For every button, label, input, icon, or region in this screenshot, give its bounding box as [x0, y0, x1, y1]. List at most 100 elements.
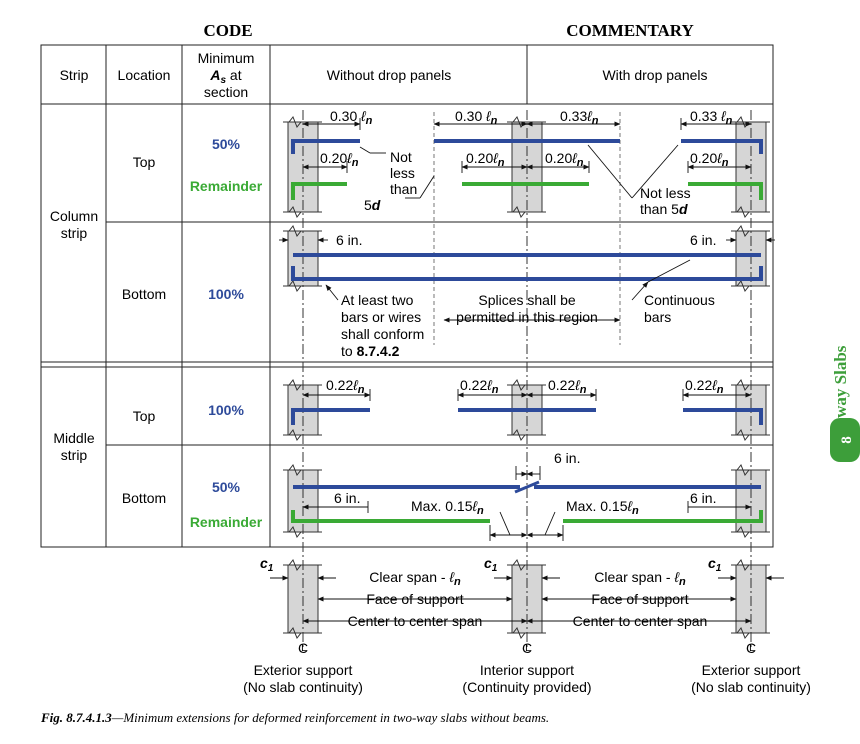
- cs-top-dimensions: [302, 118, 752, 199]
- side-tab-number: 8: [839, 436, 855, 444]
- face-support-left: Face of support: [366, 591, 463, 607]
- c1-mid: c1: [484, 555, 498, 574]
- ms-bottom-remainder: Remainder: [190, 514, 263, 530]
- atleast-1: At least two: [341, 292, 414, 308]
- column-strip-label-2: strip: [61, 225, 88, 241]
- cl-right: CL: [746, 640, 756, 656]
- max-015-left: Max. 0.15ℓn: [411, 498, 484, 517]
- cs-bottom-dimensions: [279, 237, 775, 323]
- header-location: Location: [118, 67, 171, 83]
- splices-1: Splices shall be: [478, 292, 575, 308]
- cs-top-bars: [291, 139, 763, 200]
- span-dimensions: [270, 575, 784, 624]
- dim-033-right: 0.33 ℓn: [690, 108, 733, 127]
- ms-top-left: [291, 408, 370, 425]
- six-in-b: 6 in.: [690, 232, 716, 248]
- cs-top-green-left: [291, 182, 347, 200]
- atleast-3: shall conform: [341, 326, 424, 342]
- atleast-2: bars or wires: [341, 309, 421, 325]
- not-less-1: Not: [390, 149, 412, 165]
- commentary-header: COMMENTARY: [566, 21, 694, 40]
- clear-span-right: Clear span - ℓn: [594, 569, 686, 588]
- side-tab-box: [830, 418, 860, 462]
- header-min-1: Minimum: [198, 50, 255, 66]
- header-min-as-sub: s: [220, 75, 226, 86]
- cs-top-dim-labels: 0.30 ℓn 0.30 ℓn 0.33ℓn 0.33 ℓn 0.20ℓn 0.…: [320, 108, 733, 217]
- c1-left: c1: [260, 555, 274, 574]
- header-without: Without drop panels: [327, 67, 452, 83]
- cs-top-green-right: [688, 182, 763, 200]
- int-support-2: (Continuity provided): [462, 679, 591, 695]
- six-in-a: 6 in.: [336, 232, 362, 248]
- not-less-b2: than 5d: [640, 201, 688, 217]
- dim-022-a: 0.22ℓn: [326, 377, 365, 396]
- not-less-2: less: [390, 165, 415, 181]
- dim-020-d: 0.20ℓn: [690, 150, 729, 169]
- figure-caption-label: Fig. 8.7.4.1.3: [40, 710, 112, 725]
- six-in-c: 6 in.: [554, 450, 580, 466]
- dim-033-left: 0.33ℓn: [560, 108, 599, 127]
- cl-left: CL: [298, 640, 308, 656]
- dim-022-b: 0.22ℓn: [460, 377, 499, 396]
- ext-support-left-2: (No slab continuity): [243, 679, 363, 695]
- ms-bottom-pct: 50%: [212, 479, 241, 495]
- dim-030-right: 0.30 ℓn: [455, 108, 498, 127]
- face-support-right: Face of support: [591, 591, 688, 607]
- ms-top-right: [683, 408, 763, 425]
- side-tab: Two-way Slabs 8: [830, 345, 860, 462]
- figure-caption-text: —Minimum extensions for deformed reinfor…: [111, 710, 549, 725]
- clear-span-left: Clear span - ℓn: [369, 569, 461, 588]
- ext-support-right-2: (No slab continuity): [691, 679, 811, 695]
- dashed-guides: [433, 112, 621, 345]
- dim-020-a: 0.20ℓn: [320, 150, 359, 169]
- not-less-3: than: [390, 181, 417, 197]
- dim-020-c: 0.20ℓn: [545, 150, 584, 169]
- ms-top-pct: 100%: [208, 402, 244, 418]
- c1-right: c1: [708, 555, 722, 574]
- cs-top-blue-right: [681, 139, 763, 154]
- loc-cs-top: Top: [133, 154, 156, 170]
- ms-bottom-labels: 6 in. 6 in. 6 in. Max. 0.15ℓn Max. 0.15ℓ…: [334, 450, 716, 517]
- not-less-4: 5d: [364, 197, 381, 213]
- ms-bottom-break: [514, 480, 540, 494]
- figure-caption: Fig. 8.7.4.1.3—Minimum extensions for de…: [40, 710, 549, 725]
- cs-top-remainder: Remainder: [190, 178, 263, 194]
- dim-022-c: 0.22ℓn: [548, 377, 587, 396]
- six-in-e: 6 in.: [690, 490, 716, 506]
- cs-top-blue-left: [291, 139, 360, 154]
- ext-support-left-1: Exterior support: [254, 662, 353, 678]
- not-less-b1: Not less: [640, 185, 691, 201]
- ms-bottom-green-right: [563, 510, 763, 523]
- ext-support-right-1: Exterior support: [702, 662, 801, 678]
- cs-bottom-pct: 100%: [208, 286, 244, 302]
- max-015-right: Max. 0.15ℓn: [566, 498, 639, 517]
- centerlines: [302, 110, 752, 650]
- splices-2: permitted in this region: [456, 309, 598, 325]
- code-header: CODE: [203, 21, 252, 40]
- ms-top-bars: [291, 408, 763, 425]
- loc-ms-bottom: Bottom: [122, 490, 166, 506]
- continuous-2: bars: [644, 309, 671, 325]
- middle-strip-label-2: strip: [61, 447, 88, 463]
- ms-top-dimensions: [302, 389, 752, 401]
- ms-top-labels: 0.22ℓn 0.22ℓn 0.22ℓn 0.22ℓn: [326, 377, 724, 396]
- header-min-2: As at: [209, 67, 241, 86]
- cs-bottom-bars: [291, 253, 763, 281]
- cs-top-pct: 50%: [212, 136, 241, 152]
- int-support-1: Interior support: [480, 662, 574, 678]
- header-min-at: at: [226, 67, 242, 83]
- ms-bottom-dimensions: [302, 466, 752, 541]
- header-min-3: section: [204, 84, 248, 100]
- atleast-4: to 8.7.4.2: [341, 343, 400, 359]
- ms-bottom-green-left: [291, 510, 490, 523]
- table-frame: [40, 44, 774, 548]
- dim-020-b: 0.20ℓn: [466, 150, 505, 169]
- six-in-d: 6 in.: [334, 490, 360, 506]
- center-span-left: Center to center span: [348, 613, 483, 629]
- span-labels: c1 c1 c1 Clear span - ℓn Clear span - ℓn…: [243, 555, 811, 695]
- header-min-as: A: [209, 67, 220, 83]
- ms-bottom-bars: [291, 480, 763, 523]
- center-span-right: Center to center span: [573, 613, 708, 629]
- cl-mid: CL: [522, 640, 532, 656]
